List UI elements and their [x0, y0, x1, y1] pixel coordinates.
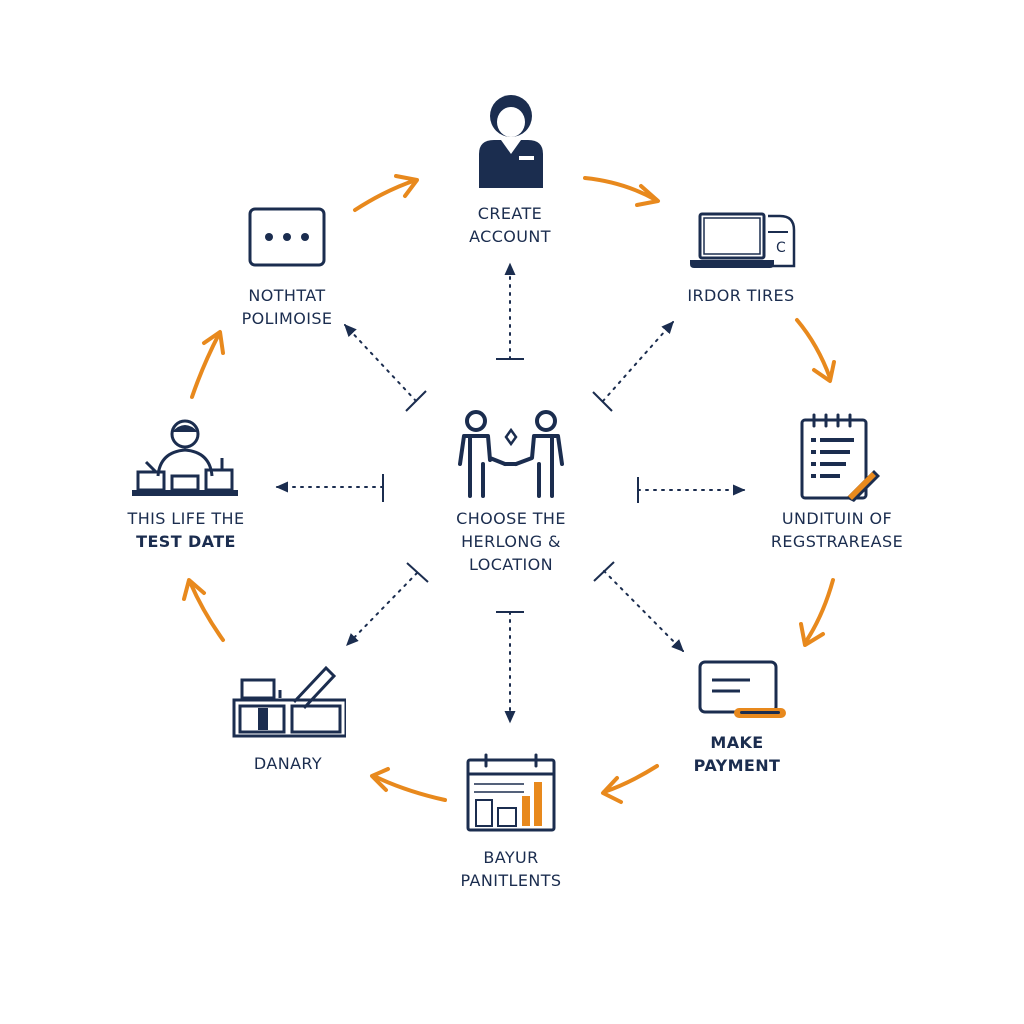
handshake-people-icon: [458, 410, 564, 498]
user-avatar-icon: [479, 95, 543, 188]
step-label-line: REGSTRAREASE: [770, 532, 904, 551]
step-label-line: THIS LIFE THE: [127, 509, 245, 528]
svg-text:C: C: [776, 240, 786, 256]
step-label-line: BAYUR: [483, 848, 539, 867]
desk-supplies-icon: [232, 665, 346, 738]
step-label-line: NOTHTAT: [248, 286, 326, 305]
step-label-line: IRDOR TIRES: [687, 286, 795, 305]
step-label-line: PANITLENTS: [460, 871, 562, 890]
connector-to-bayur-panitlents: [496, 611, 524, 724]
step-label-irdor-tires: IRDOR TIRES: [687, 284, 794, 307]
step-label-line: UNDITUIN OF: [781, 509, 893, 528]
cycle-arrow-7: [190, 330, 225, 399]
step-label-make-payment: MAKE PAYMENT: [694, 731, 781, 777]
step-label-line: DANARY: [253, 754, 323, 773]
calendar-chart-icon: [466, 753, 556, 832]
connector-to-make-payment: [593, 561, 684, 652]
connector-to-notification: [344, 323, 427, 412]
cycle-arrow-1: [583, 176, 660, 207]
cycle-arrow-5: [370, 767, 447, 802]
connector-to-danary: [346, 562, 429, 647]
connector-to-test-date: [275, 474, 384, 502]
cycle-arrow-3: [799, 578, 835, 647]
step-label-registration: UNDITUIN OF REGSTRAREASE: [771, 507, 903, 553]
cycle-arrow-4: [601, 764, 659, 804]
step-label-line: ACCOUNT: [469, 227, 551, 246]
step-label-notification: NOTHTAT POLIMOISE: [242, 284, 333, 330]
step-label-bayur-panitlents: BAYUR PANITLENTS: [461, 846, 562, 892]
examiner-desk-icon: [132, 419, 238, 496]
step-label-line: CREATE: [477, 204, 543, 223]
step-label-danary: DANARY: [254, 752, 322, 775]
step-label-line: TEST DATE: [136, 532, 236, 551]
step-label-line: MAKE: [710, 733, 764, 752]
cycle-arrow-6: [182, 578, 225, 642]
cycle-arrow-8: [353, 174, 419, 212]
connector-to-create-account: [496, 262, 524, 360]
center-label-line-1: CHOOSE THE: [456, 509, 566, 528]
credit-card-icon: [698, 660, 786, 718]
connector-to-registration: [637, 477, 746, 503]
step-label-test-date: THIS LIFE THE TEST DATE: [128, 507, 245, 553]
cycle-arrow-2: [795, 318, 836, 383]
checklist-icon: [800, 413, 880, 502]
step-label-line: POLIMOISE: [241, 309, 333, 328]
laptop-icon: C: [690, 212, 796, 268]
center-step-label: CHOOSE THE HERLONG & LOCATION: [456, 507, 566, 576]
step-label-line: PAYMENT: [693, 756, 781, 775]
connector-to-irdor-tires: [592, 320, 674, 412]
center-label-line-3: LOCATION: [468, 555, 554, 574]
chat-bubble-icon: [248, 207, 326, 267]
center-label-line-2: HERLONG &: [461, 532, 561, 551]
step-label-create-account: CREATE ACCOUNT: [469, 202, 551, 248]
